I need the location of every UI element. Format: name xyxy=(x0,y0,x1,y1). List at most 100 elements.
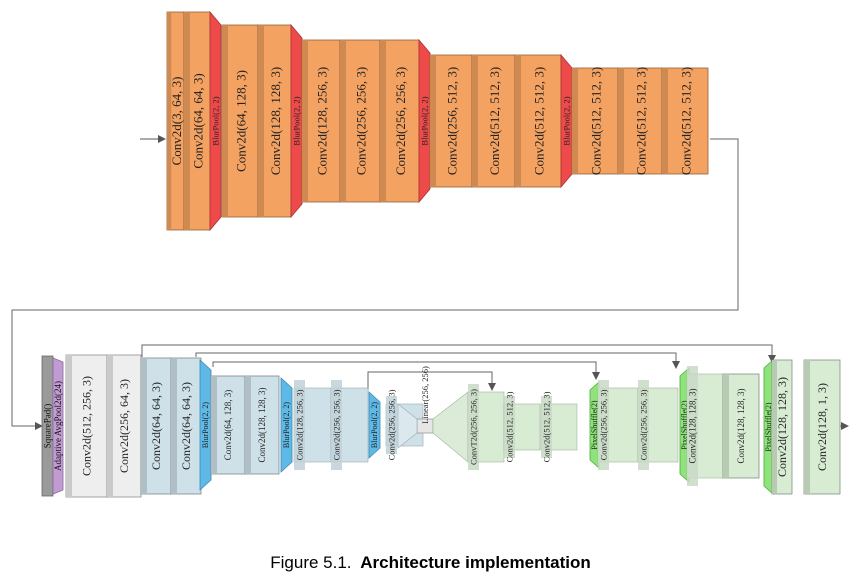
decoder-layer-4-label: BlurPool(2, 2) xyxy=(201,402,210,449)
connector-lines xyxy=(11,135,849,430)
caption-title: Architecture implementation xyxy=(360,553,591,572)
undefined: 10 xyxy=(489,0,505,4)
decoder-layer-2: Conv2d(64, 64, 3) xyxy=(140,357,172,495)
undefined: 10 xyxy=(174,0,190,4)
skip-connection-6x6 xyxy=(212,361,600,380)
decoder-layer-3: Conv2d(64, 64, 3) xyxy=(170,357,202,495)
decoder-block: SquarePad()Adaptive AvgPool2d(24) Conv2d(… xyxy=(41,354,841,498)
decoder-layer-10: BlurPool(2, 2) xyxy=(368,391,381,459)
encoder-conv-12: Conv2d(512, 512, 3) xyxy=(514,54,562,188)
encoder-conv-11: Conv2d(512, 512, 3) xyxy=(471,54,516,188)
avgpool-layer: Adaptive AvgPool2d(24) xyxy=(52,357,64,495)
undefined: 10 xyxy=(489,0,505,4)
undefined: 10 xyxy=(496,0,512,4)
decoder-layer-14-label: Conv2d(512, 512, 3) xyxy=(505,391,515,462)
decoder-layer-10-label: BlurPool(2, 2) xyxy=(370,402,379,449)
undefined: 10 xyxy=(228,0,244,4)
decoder-layer-20-label: Conv2d(128, 128, 3) xyxy=(688,389,698,464)
decoder-layer-7-label: BlurPool(2, 2) xyxy=(282,402,291,449)
encoder-conv-7: Conv2d(256, 256, 3) xyxy=(339,39,381,203)
encoder-conv-14: Conv2d(512, 512, 3) xyxy=(571,67,619,175)
decoder-layer-22-label: PixelShuffle(2) xyxy=(764,402,773,452)
decoder-layer-11-label: Conv2d(256, 256, 3) xyxy=(387,389,397,460)
decoder-layer-1-label: Conv2d(256, 64, 3) xyxy=(117,379,131,473)
encoder-conv-1: Conv2d(64, 64, 3) xyxy=(183,11,211,231)
encoder-blurpool-9: BlurPool(2, 2) xyxy=(418,38,431,204)
undefined: 10 xyxy=(489,0,505,4)
architecture-diagram: Conv2d(3, 64, 3) Conv2d(64, 64, 3) BlurPoo… xyxy=(11,0,849,498)
encoder-conv-1-label: Conv2d(64, 64, 3) xyxy=(191,73,206,168)
decoder-layer-15-label: Conv2d(512, 512, 3) xyxy=(542,391,552,462)
decoder-layer-5: Conv2d(64, 128, 3) xyxy=(210,375,246,475)
decoder-layer-12: Linear(256, 256) xyxy=(397,366,469,463)
dimension-labels: 101010101010101010101010101010 xyxy=(174,0,512,4)
encoder-to-decoder-connector xyxy=(11,138,739,430)
decoder-layer-12-label: Linear(256, 256) xyxy=(420,366,430,424)
encoder-conv-16: Conv2d(512, 512, 3) xyxy=(661,67,709,175)
decoder-layer-21-label: Conv2d(128, 128, 3) xyxy=(736,389,746,464)
encoder-blurpool-2-label: BlurPool(2, 2) xyxy=(211,96,221,145)
encoder-blurpool-13-label: BlurPool(2, 2) xyxy=(562,96,572,145)
encoder-conv-3-label: Conv2d(64, 128, 3) xyxy=(234,70,249,172)
encoder-conv-6-label: Conv2d(128, 256, 3) xyxy=(315,67,330,175)
encoder-blurpool-5: BlurPool(2, 2) xyxy=(290,23,303,219)
decoder-layer-8-label: Conv2d(128, 256, 3) xyxy=(295,389,305,460)
undefined: 10 xyxy=(454,0,470,4)
decoder-layer-9-label: Conv2d(256, 256, 3) xyxy=(332,389,342,460)
decoder-layer-18-label: Conv2d(256, 256, 3) xyxy=(639,389,649,460)
decoder-layer-20: Conv2d(128, 128, 3) xyxy=(686,366,724,486)
encoder-conv-4-label: Conv2d(128, 128, 3) xyxy=(268,67,283,175)
undefined: 10 xyxy=(489,0,505,4)
decoder-layer-23: Conv2d(128, 128, 3) xyxy=(771,359,793,495)
skip-connection-24x24 xyxy=(141,344,776,363)
encoder-conv-10: Conv2d(256, 512, 3) xyxy=(429,54,473,188)
decoder-layer-19-label: PixelShuffle(2) xyxy=(680,400,689,450)
decoder-layer-4: BlurPool(2, 2) xyxy=(199,359,212,491)
decoder-layer-16-label: PixelShuffle(2) xyxy=(590,400,599,450)
decoder-layer-5-label: Conv2d(64, 128, 3) xyxy=(223,390,233,461)
decoder-layer-1: Conv2d(256, 64, 3) xyxy=(106,354,142,498)
decoder-layer-13: ConvT2d(256, 256, 3) xyxy=(467,384,505,470)
encoder-conv-0-label: Conv2d(3, 64, 3) xyxy=(169,77,184,166)
encoder-conv-14-label: Conv2d(512, 512, 3) xyxy=(589,67,604,175)
encoder-conv-6: Conv2d(128, 256, 3) xyxy=(301,39,341,203)
encoder-block: Conv2d(3, 64, 3) Conv2d(64, 64, 3) BlurPoo… xyxy=(166,10,709,232)
skip-connection-12x12 xyxy=(195,352,680,369)
encoder-blurpool-2: BlurPool(2, 2) xyxy=(209,10,222,232)
undefined: 10 xyxy=(254,0,270,4)
encoder-conv-3: Conv2d(64, 128, 3) xyxy=(221,24,259,218)
decoder-layer-23-label: Conv2d(128, 128, 3) xyxy=(775,377,789,477)
encoder-conv-11-label: Conv2d(512, 512, 3) xyxy=(487,67,502,175)
encoder-conv-4: Conv2d(128, 128, 3) xyxy=(257,24,292,218)
decoder-layer-17: Conv2d(256, 256, 3) xyxy=(597,380,639,470)
decoder-layer-14: Conv2d(512, 512, 3) xyxy=(503,391,541,462)
encoder-blurpool-9-label: BlurPool(2, 2) xyxy=(420,96,430,145)
encoder-conv-15-label: Conv2d(512, 512, 3) xyxy=(634,67,649,175)
decoder-layer-18: Conv2d(256, 256, 3) xyxy=(637,380,679,470)
encoder-conv-12-label: Conv2d(512, 512, 3) xyxy=(532,67,547,175)
skip-connection-3x3 xyxy=(367,371,496,391)
decoder-layer-0-label: Conv2d(512, 256, 3) xyxy=(80,376,94,476)
decoder-layer-9: Conv2d(256, 256, 3) xyxy=(330,380,369,470)
decoder-layer-6-label: Conv2d(128, 128, 3) xyxy=(257,388,267,463)
caption-prefix: Figure 5.1. xyxy=(270,553,352,572)
figure-caption: Figure 5.1. Architecture implementation xyxy=(0,553,861,573)
squarepad-layer: SquarePad() xyxy=(41,355,54,497)
encoder-conv-7-label: Conv2d(256, 256, 3) xyxy=(354,67,369,175)
decoder-layer-2-label: Conv2d(64, 64, 3) xyxy=(149,382,163,470)
decoder-layer-13-label: ConvT2d(256, 256, 3) xyxy=(469,389,479,465)
encoder-conv-16-label: Conv2d(512, 512, 3) xyxy=(679,67,694,175)
encoder-conv-0: Conv2d(3, 64, 3) xyxy=(166,11,185,231)
undefined: 10 xyxy=(200,0,216,4)
decoder-layer-3-label: Conv2d(64, 64, 3) xyxy=(179,382,193,470)
decoder-layer-24-label: Conv2d(128, 1, 3) xyxy=(815,383,829,471)
encoder-blurpool-13: BlurPool(2, 2) xyxy=(560,53,573,189)
squarepad-label: SquarePad() xyxy=(43,404,53,449)
undefined: 10 xyxy=(496,0,512,4)
decoder-layer-0: Conv2d(512, 256, 3) xyxy=(65,354,108,498)
decoder-layer-21: Conv2d(128, 128, 3) xyxy=(722,373,760,479)
encoder-conv-8-label: Conv2d(256, 256, 3) xyxy=(393,67,408,175)
decoder-layer-7: BlurPool(2, 2) xyxy=(280,377,293,473)
encoder-blurpool-5-label: BlurPool(2, 2) xyxy=(292,96,302,145)
decoder-layer-17-label: Conv2d(256, 256, 3) xyxy=(599,389,609,460)
